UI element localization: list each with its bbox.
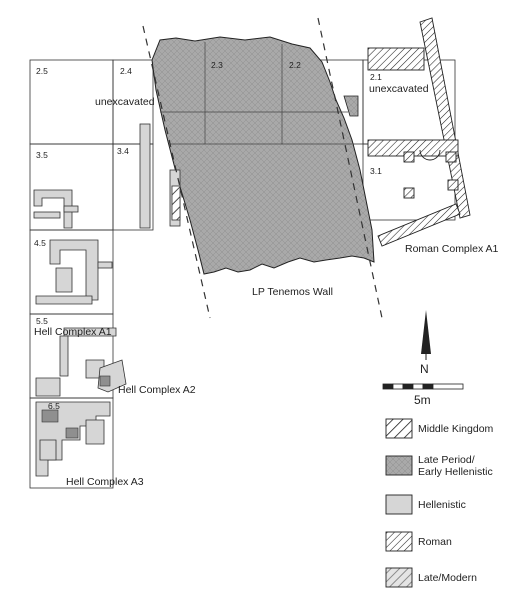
hellenistic-darker-details [41,375,111,439]
legend-label-hellenistic: Hellenistic [418,499,466,511]
north-arrow [421,310,431,360]
legend-swatch-middle-kingdom [385,418,413,439]
grid-label-3-5: 3.5 [36,150,48,160]
hell-complex-a1-label: Hell Complex A1 [34,326,112,338]
late-period-grid-lines [160,42,352,145]
grid-label-3-4: 3.4 [117,146,129,156]
hell-complex-a2-label: Hell Complex A2 [118,384,196,396]
hellenistic-strip [139,123,151,229]
roman-complex-label: Roman Complex A1 [405,243,499,255]
legend-swatch-late-modern [385,567,413,588]
grid-label-3-1: 3.1 [370,166,382,176]
north-label: N [420,362,429,376]
legend-label-late-period-line-2: Early Hellenistic [418,466,493,478]
grid-label-2-3: 2.3 [211,60,223,70]
trench-lines [142,17,383,319]
grid-label-2-5: 2.5 [36,66,48,76]
grid-label-6-5: 6.5 [48,401,60,411]
grid-label-2-4: 2.4 [120,66,132,76]
grid-label-2-1: 2.1 [370,72,382,82]
grid-label-4-5: 4.5 [34,238,46,248]
hell-complex-a3-label: Hell Complex A3 [66,476,144,488]
legend-label-late-period-line-1: Late Period/ [418,454,475,466]
roman-complex-walls [367,17,471,247]
legend-label-late-modern: Late/Modern [418,572,477,584]
late-period-strip [343,95,359,117]
middle-kingdom-patch [171,185,181,221]
legend-swatch-late-period [385,455,413,476]
legend-swatch-hellenistic [385,494,413,515]
legend-label-roman: Roman [418,536,452,548]
late-period-area [151,36,375,275]
scale-bar [382,383,464,390]
legend-label-late-period: Late Period/ Early Hellenistic [418,454,493,478]
legend: Middle Kingdom Late Period/ Early Hellen… [385,418,494,588]
scale-label: 5m [414,393,431,407]
grid-label-5-5: 5.5 [36,316,48,326]
legend-label-middle-kingdom: Middle Kingdom [418,423,494,435]
unexcavated-label-left: unexcavated [95,96,155,108]
grid-label-2-2: 2.2 [289,60,301,70]
legend-swatch-roman [385,531,413,552]
tenemos-wall-label: LP Tenemos Wall [252,286,333,298]
unexcavated-label-right: unexcavated [369,83,429,95]
